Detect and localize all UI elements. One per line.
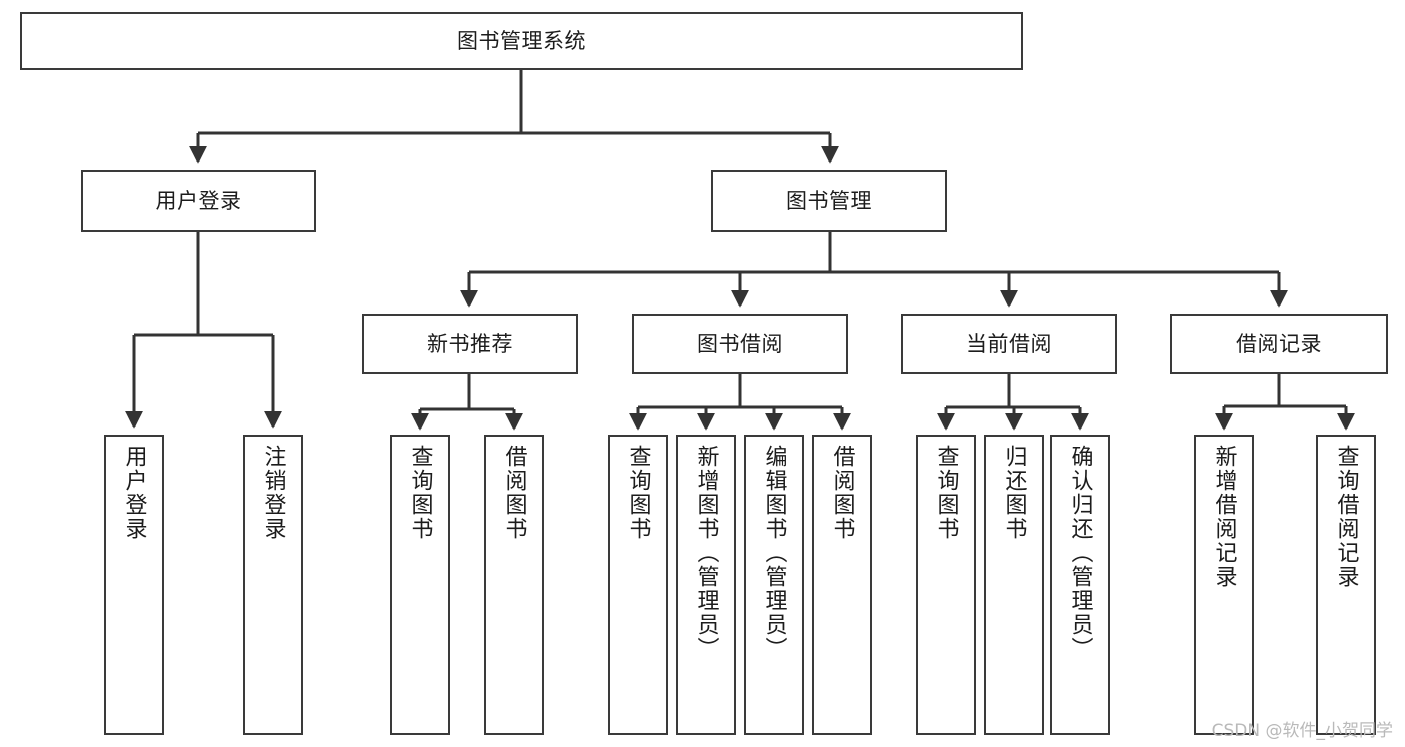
leaf-borrow-query-label: 查询图书 xyxy=(625,445,651,541)
leaf-current-query-label: 查询图书 xyxy=(933,445,959,541)
leaf-record-add-label: 新增借阅记录 xyxy=(1211,445,1237,589)
leaf-current-query[interactable]: 查询图书 xyxy=(916,435,976,735)
leaf-borrow-add-label: 新增图书（管理员） xyxy=(693,445,719,661)
leaf-current-confirm-label: 确认归还（管理员） xyxy=(1067,445,1093,661)
leaf-user-logout-label: 注销登录 xyxy=(260,445,286,541)
node-user-login[interactable]: 用户登录 xyxy=(81,170,316,232)
leaf-user-logout[interactable]: 注销登录 xyxy=(243,435,303,735)
node-new-book-recommend[interactable]: 新书推荐 xyxy=(362,314,578,374)
leaf-borrow-take-label: 借阅图书 xyxy=(829,445,855,541)
leaf-user-login[interactable]: 用户登录 xyxy=(104,435,164,735)
leaf-newbook-query[interactable]: 查询图书 xyxy=(390,435,450,735)
leaf-record-query[interactable]: 查询借阅记录 xyxy=(1316,435,1376,735)
leaf-user-login-label: 用户登录 xyxy=(121,445,147,541)
leaf-current-confirm[interactable]: 确认归还（管理员） xyxy=(1050,435,1110,735)
node-borrow-record[interactable]: 借阅记录 xyxy=(1170,314,1388,374)
csdn-watermark: CSDN @软件_小贺同学 xyxy=(1211,721,1393,741)
node-book-borrow-label: 图书借阅 xyxy=(697,331,783,356)
node-book-management[interactable]: 图书管理 xyxy=(711,170,947,232)
leaf-newbook-borrow[interactable]: 借阅图书 xyxy=(484,435,544,735)
node-new-book-recommend-label: 新书推荐 xyxy=(427,331,513,356)
leaf-borrow-query[interactable]: 查询图书 xyxy=(608,435,668,735)
leaf-borrow-add[interactable]: 新增图书（管理员） xyxy=(676,435,736,735)
leaf-newbook-query-label: 查询图书 xyxy=(407,445,433,541)
node-current-borrow[interactable]: 当前借阅 xyxy=(901,314,1117,374)
leaf-borrow-take[interactable]: 借阅图书 xyxy=(812,435,872,735)
leaf-current-return[interactable]: 归还图书 xyxy=(984,435,1044,735)
node-user-login-label: 用户登录 xyxy=(155,188,242,213)
leaf-borrow-edit[interactable]: 编辑图书（管理员） xyxy=(744,435,804,735)
node-book-management-label: 图书管理 xyxy=(786,188,872,213)
node-current-borrow-label: 当前借阅 xyxy=(966,331,1052,356)
leaf-record-query-label: 查询借阅记录 xyxy=(1333,445,1359,589)
node-borrow-record-label: 借阅记录 xyxy=(1236,331,1322,356)
leaf-record-add[interactable]: 新增借阅记录 xyxy=(1194,435,1254,735)
node-book-borrow[interactable]: 图书借阅 xyxy=(632,314,848,374)
node-root-label: 图书管理系统 xyxy=(457,28,586,53)
leaf-current-return-label: 归还图书 xyxy=(1001,445,1027,541)
leaf-newbook-borrow-label: 借阅图书 xyxy=(501,445,527,541)
node-root[interactable]: 图书管理系统 xyxy=(20,12,1023,70)
leaf-borrow-edit-label: 编辑图书（管理员） xyxy=(761,445,787,661)
